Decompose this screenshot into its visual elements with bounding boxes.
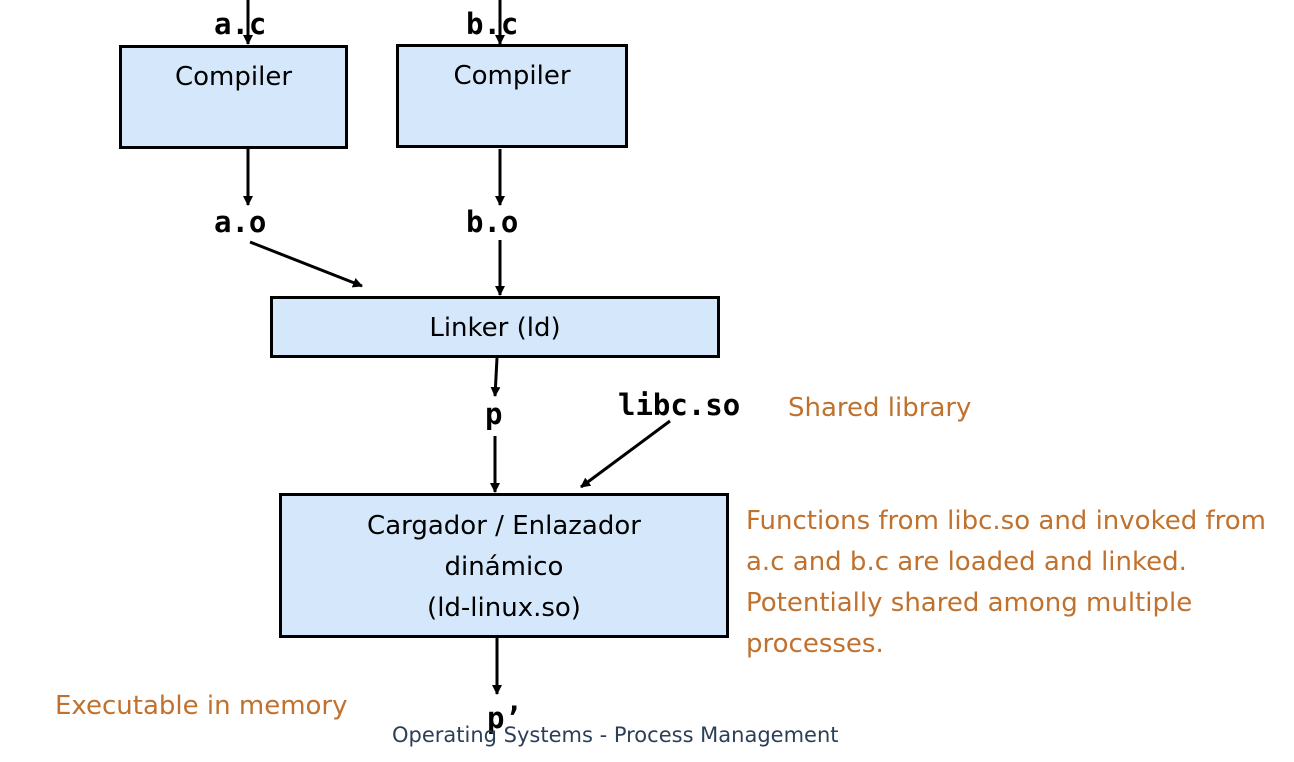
dynamic-loader-box: Cargador / Enlazador dinámico (ld-linux.… [279, 493, 729, 638]
linker-box: Linker (ld) [270, 296, 720, 358]
loader-note-line-2: a.c and b.c are loaded and linked. [746, 547, 1187, 577]
footer-title: Operating Systems - Process Management [392, 723, 839, 747]
loaded-executable: p’ [487, 701, 522, 735]
dynamic-loader-line-2: dinámico [444, 552, 564, 582]
executable-in-memory-note: Executable in memory [55, 691, 348, 721]
shared-library-file: libc.so [618, 388, 741, 422]
shared-library-note: Shared library [788, 393, 972, 423]
object-file-a: a.o [214, 205, 267, 239]
compiler-box-a: Compiler [119, 45, 348, 149]
source-file-a: a.c [214, 7, 267, 41]
compiler-box-b: Compiler [396, 44, 628, 148]
executable-file: p [485, 397, 503, 431]
arrow-linker-to-p [490, 357, 501, 397]
compiler-box-b-label: Compiler [453, 61, 571, 91]
loader-note: Functions from libc.so and invoked from … [746, 501, 1266, 665]
object-file-b: b.o [466, 205, 519, 239]
loader-note-line-4: processes. [746, 629, 884, 659]
linker-box-label: Linker (ld) [429, 313, 561, 343]
arrow-libc-to-loader [580, 419, 671, 489]
compiler-box-a-label: Compiler [174, 62, 293, 92]
dynamic-loader-line-3: (ld-linux.so) [427, 593, 581, 623]
dynamic-loader-line-1: Cargador / Enlazador [367, 511, 641, 541]
loader-note-line-1: Functions from libc.so and invoked from [746, 506, 1266, 536]
arrow-ao-to-linker [249, 240, 363, 288]
source-file-b: b.c [466, 7, 519, 41]
loader-note-line-3: Potentially shared among multiple [746, 588, 1193, 618]
